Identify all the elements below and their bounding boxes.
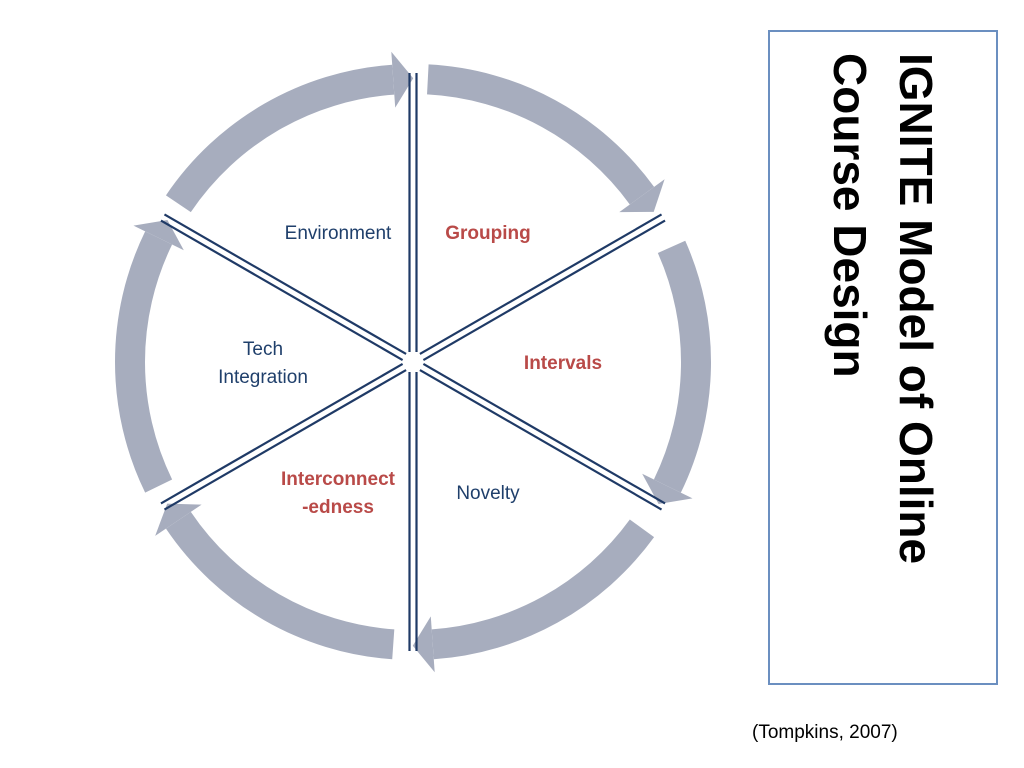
spoke-2-line-2 xyxy=(422,219,666,361)
segment-label-intervals: Intervals xyxy=(524,353,602,374)
segment-label-environment: Environment xyxy=(285,223,392,244)
arrow-to-environment-grouping-head xyxy=(391,51,414,108)
arrow-to-intervals-novelty-body xyxy=(653,240,712,493)
arrow-to-tech-environment-body xyxy=(115,231,173,493)
arrow-to-grouping-intervals-body xyxy=(427,64,655,205)
cycle-spokes xyxy=(160,73,666,651)
spoke-3-line-1 xyxy=(422,363,666,505)
segment-label-novelty-line-1: Novelty xyxy=(456,483,520,504)
segment-label-grouping-line-1: Grouping xyxy=(445,223,530,244)
segment-label-tech-integration-line-1: Tech xyxy=(243,339,283,360)
segment-label-tech-integration-line-2: Integration xyxy=(218,367,308,388)
spoke-2-line-1 xyxy=(419,213,663,355)
spoke-5-line-2 xyxy=(160,363,404,505)
spoke-3-line-2 xyxy=(419,369,663,511)
segment-label-intervals-line-1: Intervals xyxy=(524,353,602,374)
cycle-arrows xyxy=(115,51,712,673)
segment-label-novelty: Novelty xyxy=(456,483,520,504)
segment-label-interconnectedness-line-1: Interconnect xyxy=(281,469,396,490)
segment-label-interconnectedness-line-2: -edness xyxy=(302,497,374,518)
arrow-to-grouping-intervals-head xyxy=(619,179,665,213)
arrow-to-novelty-interconnect-head xyxy=(412,616,435,673)
segment-label-interconnectedness: Interconnect -edness xyxy=(281,469,396,518)
arrow-to-novelty-interconnect-body xyxy=(431,519,655,660)
segment-label-grouping: Grouping xyxy=(445,223,530,244)
segment-label-environment-line-1: Environment xyxy=(285,223,392,244)
arrow-to-interconnect-tech-head xyxy=(155,503,202,536)
arrow-to-environment-grouping-body xyxy=(165,64,395,213)
spoke-6-line-2 xyxy=(163,213,407,355)
arrow-to-interconnect-tech-body xyxy=(165,511,395,660)
title-box: IGNITE Model of Online Course Design xyxy=(768,30,998,685)
spoke-6-line-1 xyxy=(160,219,404,361)
citation: (Tompkins, 2007) xyxy=(752,722,898,743)
diagram-title: IGNITE Model of Online Course Design xyxy=(824,52,942,564)
spoke-5-line-1 xyxy=(163,369,407,511)
